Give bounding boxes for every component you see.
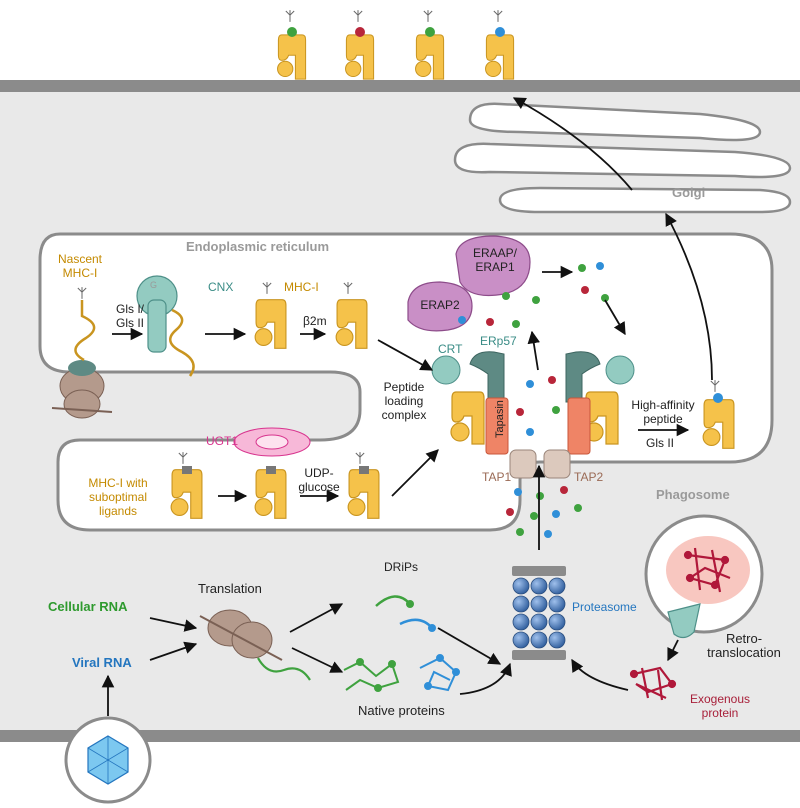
native-proteins-label: Native proteins <box>358 703 445 718</box>
suboptimal-label: MHC-I with suboptimal ligands <box>88 476 148 518</box>
proteasome-label: Proteasome <box>572 600 637 614</box>
native-protein-green-icon <box>343 658 400 692</box>
exogenous-protein-label: Exogenous protein <box>689 692 751 720</box>
nascent-mhc-label: Nascent MHC-I <box>57 252 103 280</box>
surface-mhc-2 <box>344 10 375 80</box>
gls-label: Gls I/ Gls II <box>115 302 144 330</box>
erap1-icon <box>455 235 531 297</box>
erap2-label: ERAP2 <box>420 298 460 312</box>
native-protein-blue-icon <box>419 654 460 692</box>
ugt1-label: UGT1 <box>206 434 239 448</box>
ugt1-icon <box>233 427 311 457</box>
surface-mhc-4 <box>484 10 515 80</box>
erp57-label: ERp57 <box>480 334 517 348</box>
peptide-loading-complex <box>431 351 635 479</box>
mhc-i-label: MHC-I <box>284 280 319 294</box>
eraap-label: ERAAP/ ERAP1 <box>472 246 517 274</box>
pathway-arrows <box>101 97 713 716</box>
retrotranslocation-label: Retro- translocation <box>707 631 781 660</box>
ribosome-er-icon <box>51 286 113 419</box>
crt-label: CRT <box>438 342 463 356</box>
golgi-label: Golgi <box>672 185 706 200</box>
tap2-icon <box>543 449 571 479</box>
calnexin-icon <box>136 275 195 377</box>
cellular-rna-label: Cellular RNA <box>48 599 128 614</box>
exogenous-protein-icon <box>629 666 677 701</box>
tap2-label: TAP2 <box>574 470 604 484</box>
drips-icon <box>375 595 436 632</box>
viral-rna-label: Viral RNA <box>72 655 132 670</box>
peptide-loading-label: Peptide loading complex <box>381 380 427 422</box>
translation-label: Translation <box>198 581 262 596</box>
mhc-suboptimal-3 <box>347 452 380 519</box>
mhc-suboptimal-1 <box>170 452 203 519</box>
udp-glucose-label: UDP-glucose <box>298 466 340 494</box>
ribosome-cytosol-icon <box>199 609 311 681</box>
tapasin-right-icon <box>567 397 591 455</box>
endoplasmic-reticulum <box>38 232 774 532</box>
er-label: Endoplasmic reticulum <box>186 239 330 254</box>
high-affinity-label: High-affinity peptide <box>631 398 695 426</box>
mhc-suboptimal-2 <box>254 466 287 519</box>
erap2-icon <box>407 281 473 332</box>
drips-label: DRiPs <box>384 560 419 574</box>
surface-mhc-group <box>276 10 515 80</box>
tap1-icon <box>509 449 537 479</box>
virus-icon <box>64 716 152 804</box>
b2m-label: β2m <box>303 314 327 328</box>
surface-mhc-3 <box>414 10 445 80</box>
crt-right-icon <box>605 355 635 385</box>
surface-mhc-1 <box>276 10 307 80</box>
exogenous-protein-phagosome <box>683 547 731 593</box>
gls-ii-label: Gls II <box>646 436 675 450</box>
mhc-loaded <box>702 380 735 449</box>
peptide-icons <box>458 262 609 538</box>
phagosome-label: Phagosome <box>656 487 730 502</box>
tapasin-left-icon <box>485 397 509 455</box>
cnx-label: CNX <box>208 280 234 294</box>
proteasome-icon <box>512 566 566 660</box>
retrotranslocation-channel-icon <box>667 603 701 639</box>
glycan-label: G <box>150 280 158 290</box>
erp57-right-icon <box>565 351 601 403</box>
tap1-label: TAP1 <box>482 470 512 484</box>
golgi-cisternae <box>453 102 792 214</box>
tapasin-label: Tapasin <box>494 400 506 438</box>
